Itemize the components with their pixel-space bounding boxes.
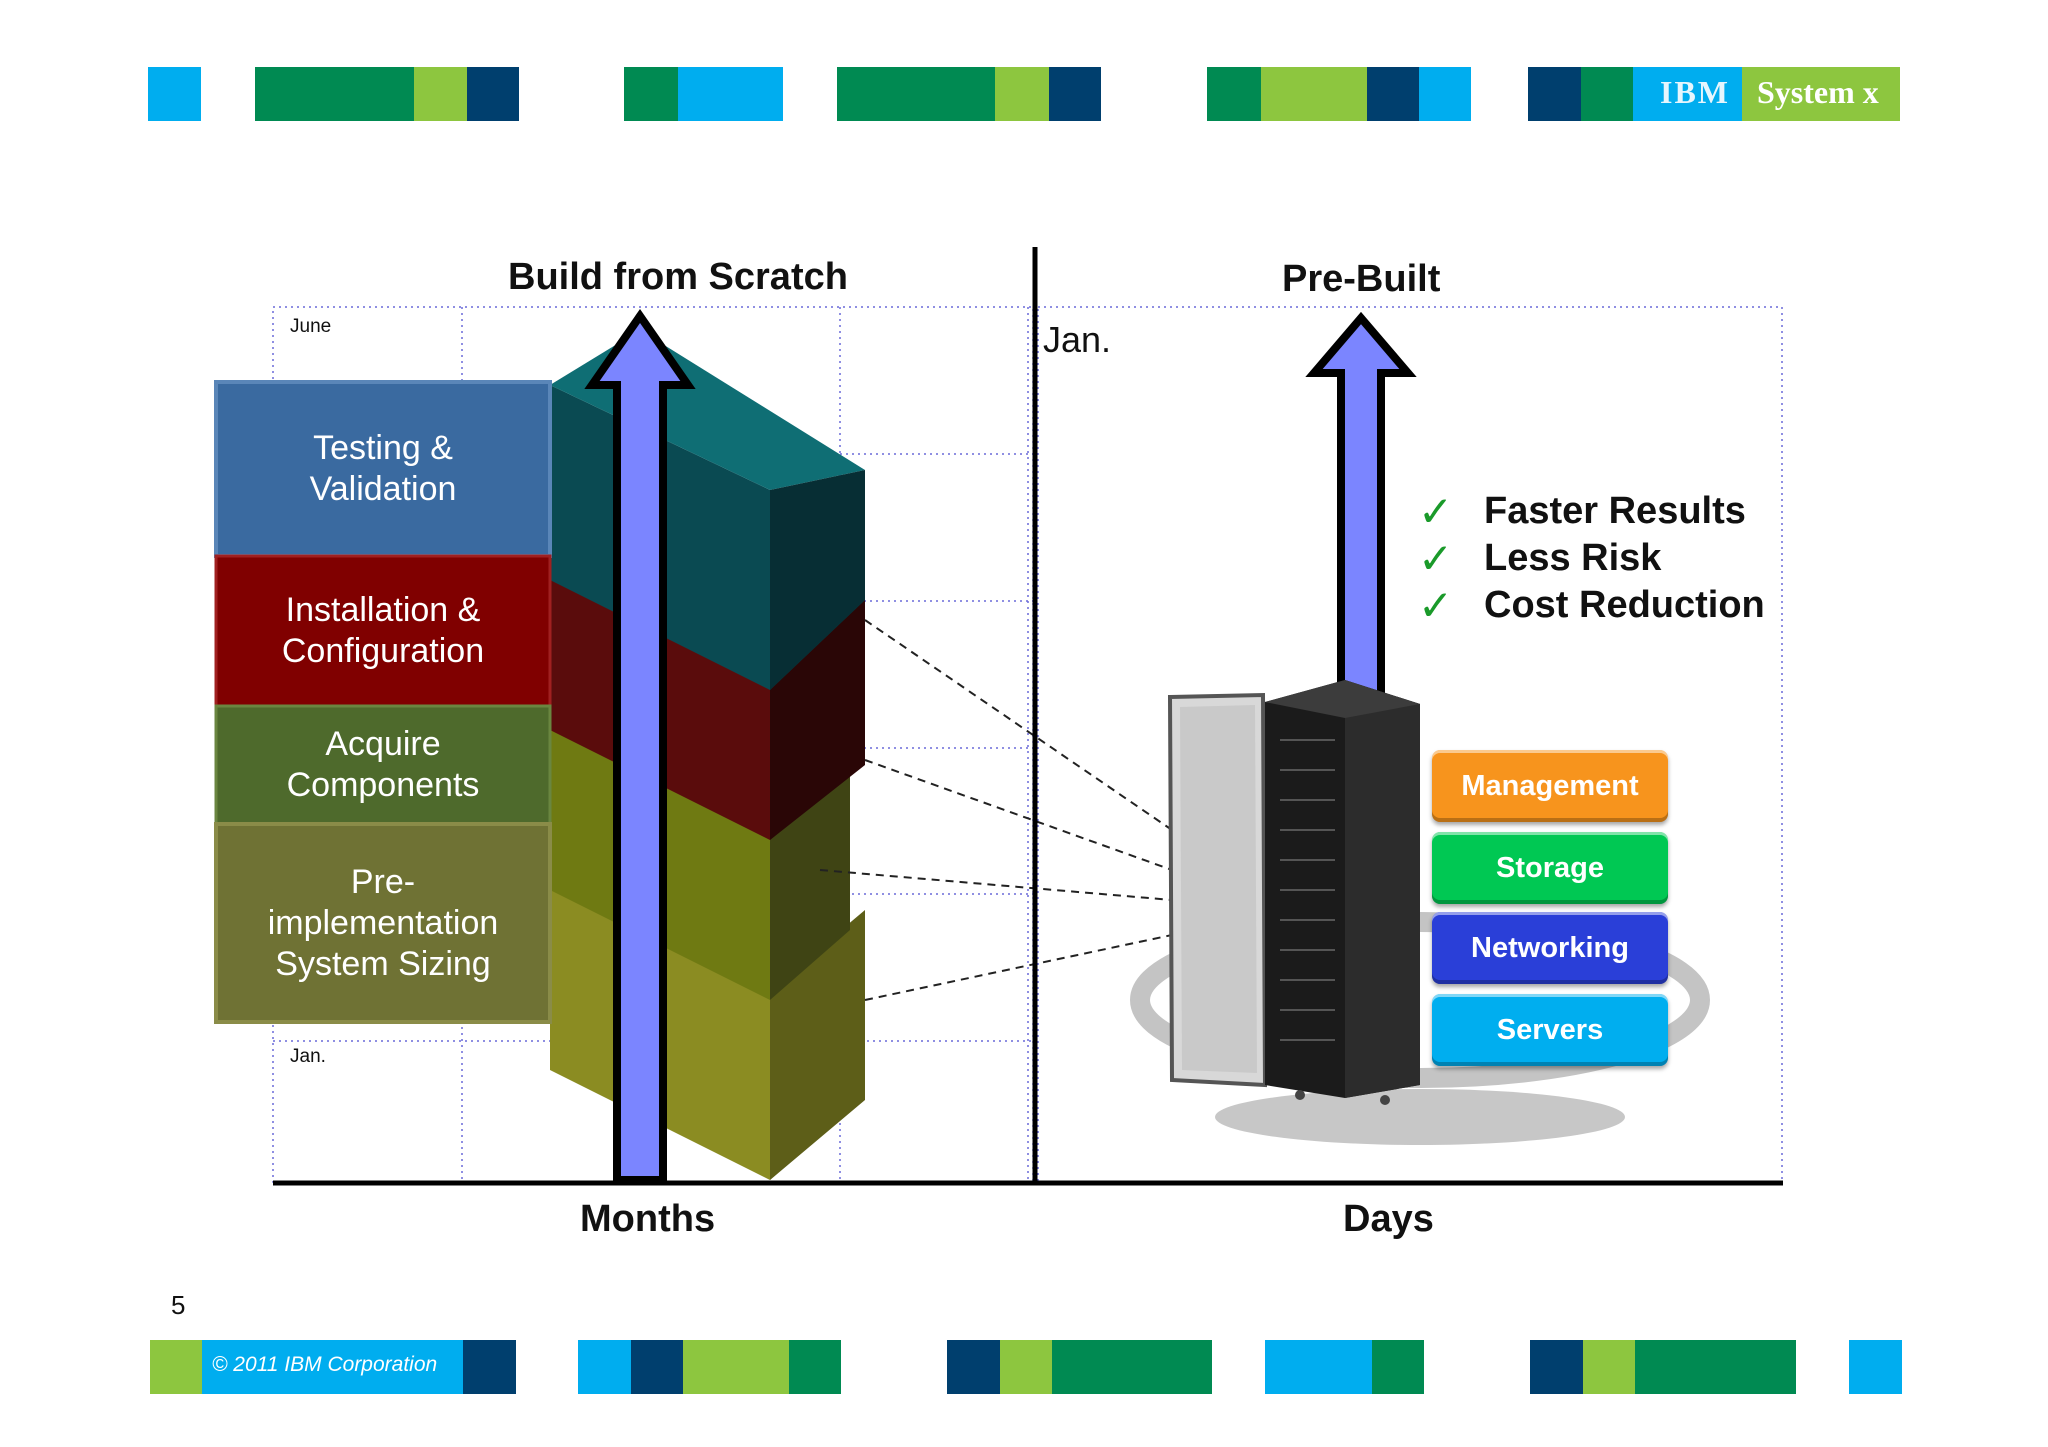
benefit-text: Faster Results — [1484, 489, 1746, 532]
benefit-text: Less Risk — [1484, 536, 1662, 579]
benefit-faster-results: ✓ Faster Results — [1418, 486, 1746, 536]
benefit-cost-reduction: ✓ Cost Reduction — [1418, 580, 1765, 630]
bottom-color-bar — [150, 1340, 1903, 1394]
months-arrow — [584, 308, 696, 1184]
days-arrow — [1305, 311, 1417, 714]
block-faces — [214, 380, 552, 1024]
build-from-scratch-title: Build from Scratch — [508, 256, 848, 298]
copyright-text: © 2011 IBM Corporation — [212, 1353, 438, 1376]
product-name: System x — [1757, 74, 1879, 110]
block-installation-configuration: Installation & Configuration — [281, 591, 485, 670]
pre-built-title: Pre-Built — [1282, 258, 1441, 300]
months-axis-label: Months — [580, 1198, 716, 1240]
connector-lines — [819, 619, 1173, 1001]
check-icon: ✓ — [1418, 533, 1454, 583]
check-icon: ✓ — [1418, 580, 1454, 630]
ibm-logo: IBM — [1660, 74, 1730, 110]
check-icon: ✓ — [1418, 486, 1454, 536]
stack-management: Management — [1432, 750, 1668, 822]
days-axis-label: Days — [1343, 1198, 1434, 1240]
top-color-bar — [148, 67, 1901, 121]
stack-storage: Storage — [1432, 832, 1668, 904]
stack-networking: Networking — [1432, 912, 1668, 984]
block-testing-validation: Testing & Validation — [309, 429, 457, 508]
stack-servers: Servers — [1432, 994, 1668, 1066]
benefit-text: Cost Reduction — [1484, 583, 1765, 626]
slide-number: 5 — [171, 1290, 186, 1320]
block-acquire-components: Acquire Components — [286, 725, 480, 804]
benefit-less-risk: ✓ Less Risk — [1418, 533, 1662, 583]
server-rack-image — [1130, 680, 1710, 1145]
left-jan-label: Jan. — [290, 1046, 326, 1067]
rack-floor-shadow — [1215, 1089, 1625, 1145]
block-pre-implementation-sizing: Pre- implementation System Sizing — [267, 862, 499, 983]
june-label: June — [290, 316, 332, 337]
block-teal-front — [770, 470, 865, 690]
build-blocks-3d — [550, 330, 865, 1180]
right-jan-label: Jan. — [1043, 319, 1112, 360]
